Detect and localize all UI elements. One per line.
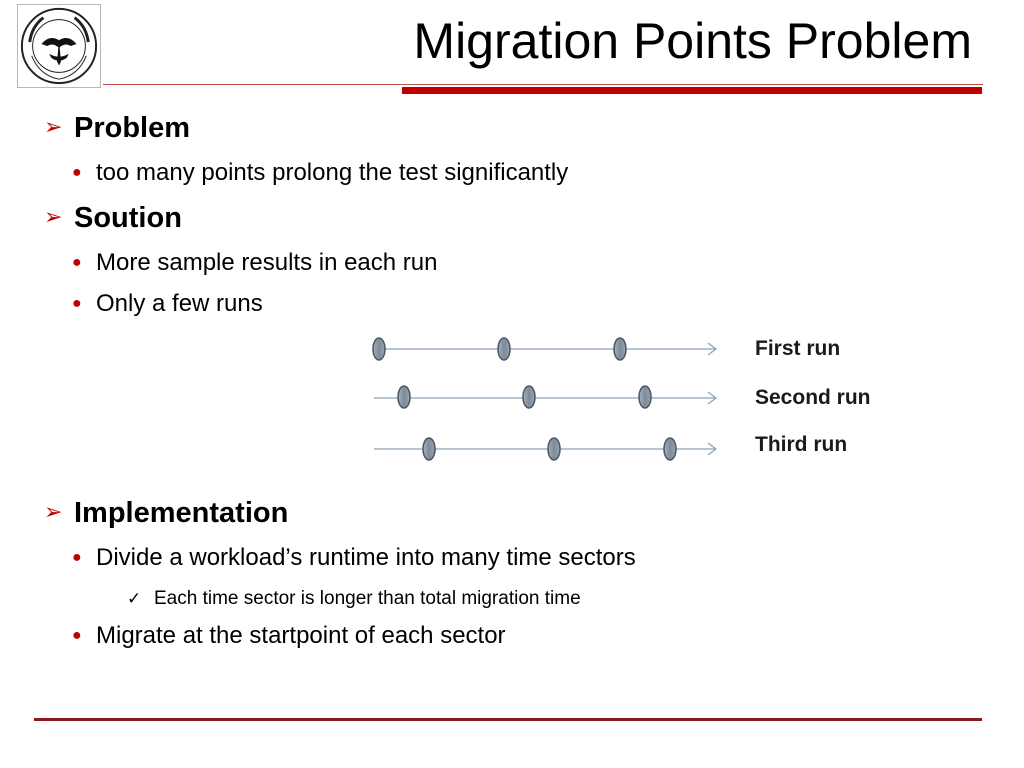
section-heading-solution: ➢ Soution xyxy=(44,204,182,233)
first-run-timeline xyxy=(372,337,717,361)
bullet-text: Divide a workload’s runtime into many ti… xyxy=(96,544,636,571)
migration-point xyxy=(422,437,436,461)
university-logo xyxy=(17,4,101,88)
section-heading-implementation: ➢ Implementation xyxy=(44,499,288,528)
section-heading-label: Soution xyxy=(74,202,182,234)
bullet-text: Migrate at the startpoint of each sector xyxy=(96,622,506,649)
header-divider-thin xyxy=(103,84,983,85)
bullet-item: ● Divide a workload’s runtime into many t… xyxy=(72,546,636,570)
third-run-label: Third run xyxy=(755,433,848,456)
section-heading-label: Problem xyxy=(74,112,191,144)
footer-divider xyxy=(34,718,982,721)
round-bullet-icon: ● xyxy=(72,254,82,271)
section-heading-problem: ➢ Problem xyxy=(44,114,190,143)
second-run-timeline xyxy=(374,385,717,409)
bullet-text: too many points prolong the test signifi… xyxy=(96,159,569,186)
arrow-bullet-icon: ➢ xyxy=(44,499,63,524)
bullet-item: ● Only a few runs xyxy=(72,292,263,316)
runs-diagram xyxy=(372,337,717,461)
checkmark-icon: ✓ xyxy=(127,589,142,608)
bullet-text: More sample results in each run xyxy=(96,249,438,276)
round-bullet-icon: ● xyxy=(72,627,82,644)
sub-bullet-text: Each time sector is longer than total mi… xyxy=(154,588,581,609)
round-bullet-icon: ● xyxy=(72,295,82,312)
zhejiang-university-seal-icon xyxy=(20,7,98,85)
migration-point xyxy=(613,337,627,361)
bullet-item: ● More sample results in each run xyxy=(72,251,437,275)
migration-point xyxy=(663,437,677,461)
migration-point xyxy=(638,385,652,409)
first-run-label: First run xyxy=(755,337,841,360)
migration-point xyxy=(547,437,561,461)
migration-point xyxy=(372,337,386,361)
header-divider-accent xyxy=(402,87,982,94)
second-run-label: Second run xyxy=(755,386,871,409)
third-run-timeline xyxy=(374,437,717,461)
arrow-bullet-icon: ➢ xyxy=(44,204,63,229)
migration-point xyxy=(397,385,411,409)
sub-bullet-item: ✓ Each time sector is longer than total m… xyxy=(127,589,581,608)
round-bullet-icon: ● xyxy=(72,549,82,566)
bullet-item: ● Migrate at the startpoint of each secto… xyxy=(72,624,506,648)
arrow-bullet-icon: ➢ xyxy=(44,114,63,139)
slide-title: Migration Points Problem xyxy=(413,13,972,69)
migration-point xyxy=(522,385,536,409)
migration-point xyxy=(497,337,511,361)
section-heading-label: Implementation xyxy=(74,497,289,529)
bullet-text: Only a few runs xyxy=(96,290,263,317)
round-bullet-icon: ● xyxy=(72,164,82,181)
bullet-item: ● too many points prolong the test signif… xyxy=(72,161,568,185)
